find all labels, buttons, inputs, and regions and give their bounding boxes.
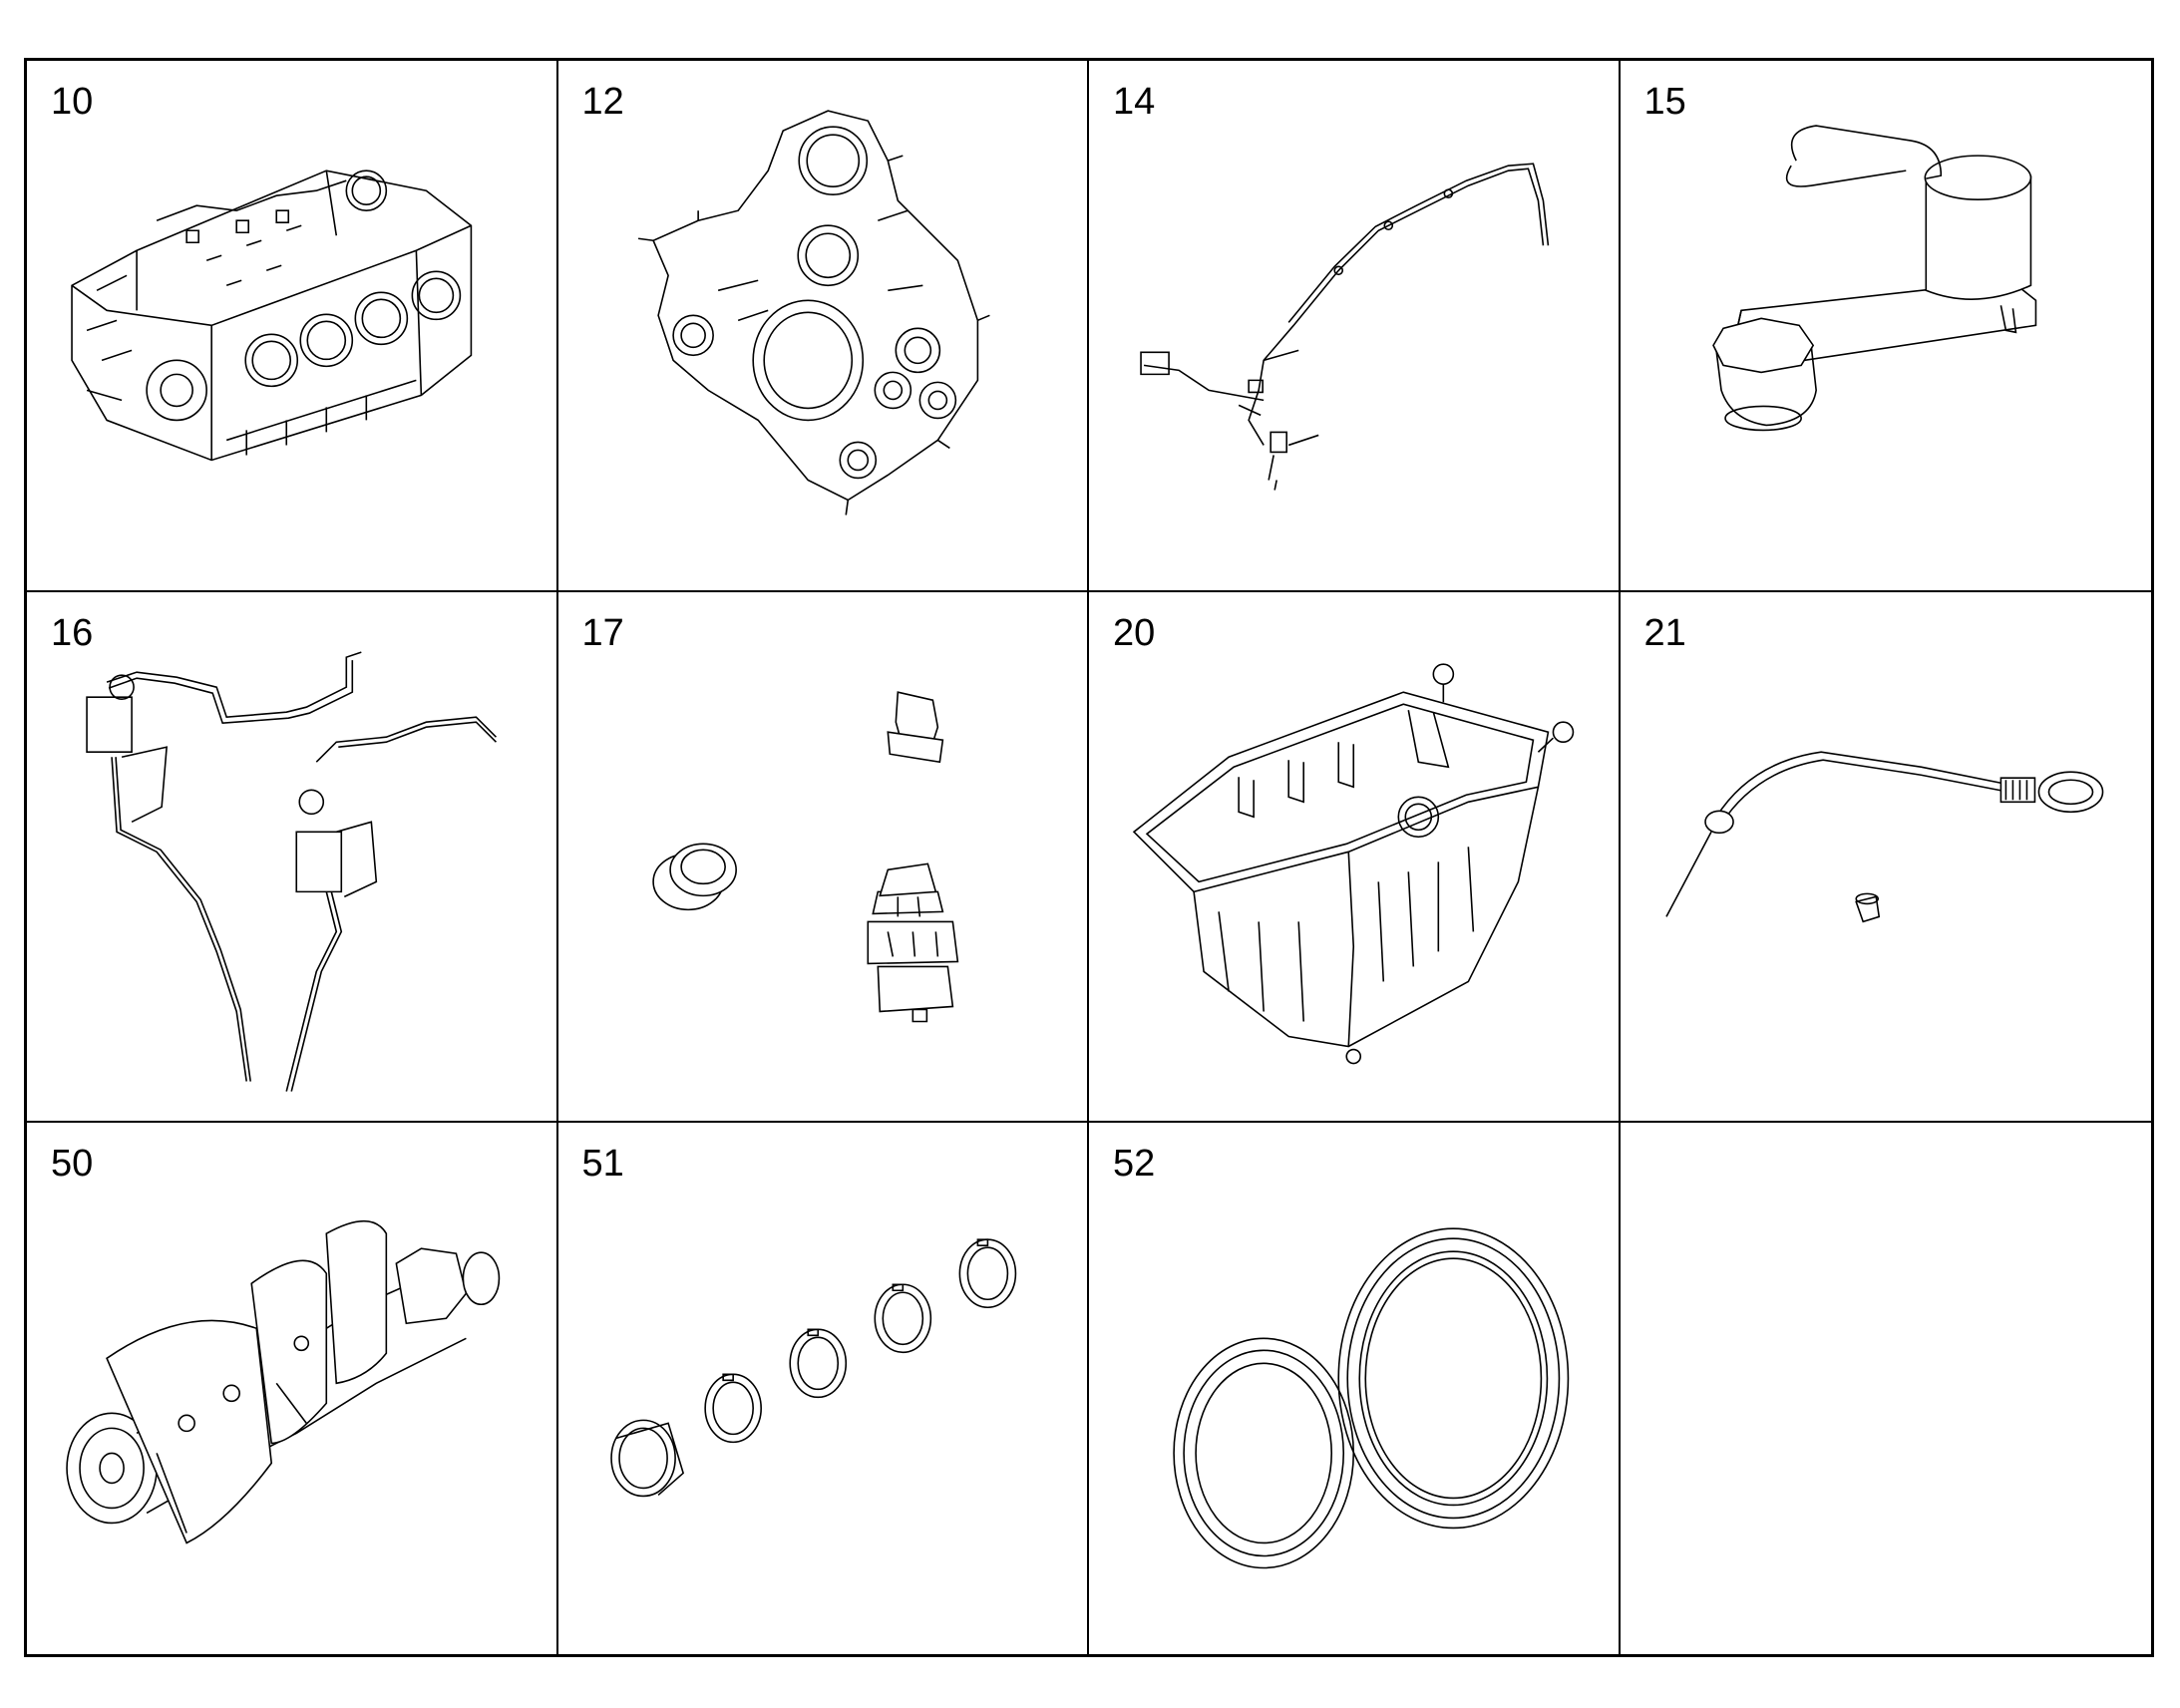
part-cell-51[interactable]: 51	[558, 1123, 1089, 1654]
part-cell-52[interactable]: 52	[1089, 1123, 1621, 1654]
wiring-line-icon	[1089, 61, 1619, 590]
plugs-and-fittings-icon	[558, 592, 1088, 1122]
part-cell-20[interactable]: 20	[1089, 591, 1621, 1124]
oil-filter-housing-icon	[1621, 61, 2152, 590]
part-cell-17[interactable]: 17	[557, 591, 1089, 1124]
part-number: 51	[581, 1143, 624, 1186]
part-number: 50	[51, 1143, 94, 1186]
timing-case-cover-icon	[558, 61, 1088, 590]
part-number: 21	[1643, 611, 1686, 654]
dipstick-icon	[1621, 592, 2152, 1122]
part-cell-50[interactable]: 50	[27, 1123, 558, 1654]
dipstick-guide-tube-icon	[27, 592, 556, 1122]
part-cell-16[interactable]: 16	[27, 591, 558, 1124]
part-number: 15	[1643, 81, 1686, 123]
part-number: 17	[581, 611, 624, 654]
part-cell-21[interactable]: 21	[1620, 592, 2152, 1124]
engine-block-icon	[27, 61, 556, 590]
parts-grid: 10 12	[24, 58, 2154, 1657]
part-number: 12	[581, 81, 624, 123]
crankshaft-icon	[27, 1123, 556, 1654]
part-cell-14[interactable]: 14	[1089, 61, 1621, 592]
part-cell-empty	[1621, 1123, 2152, 1654]
part-cell-15[interactable]: 15	[1620, 61, 2152, 592]
bearing-shells-icon	[558, 1123, 1088, 1654]
part-number: 16	[51, 611, 94, 654]
part-number: 14	[1113, 81, 1156, 123]
part-cell-10[interactable]: 10	[27, 61, 558, 592]
part-cell-12[interactable]: 12	[557, 61, 1089, 592]
part-number: 52	[1113, 1143, 1156, 1186]
radial-seal-rings-icon	[1089, 1123, 1619, 1654]
part-number: 20	[1113, 611, 1156, 654]
oil-pan-icon	[1089, 592, 1619, 1122]
part-number: 10	[51, 81, 94, 123]
